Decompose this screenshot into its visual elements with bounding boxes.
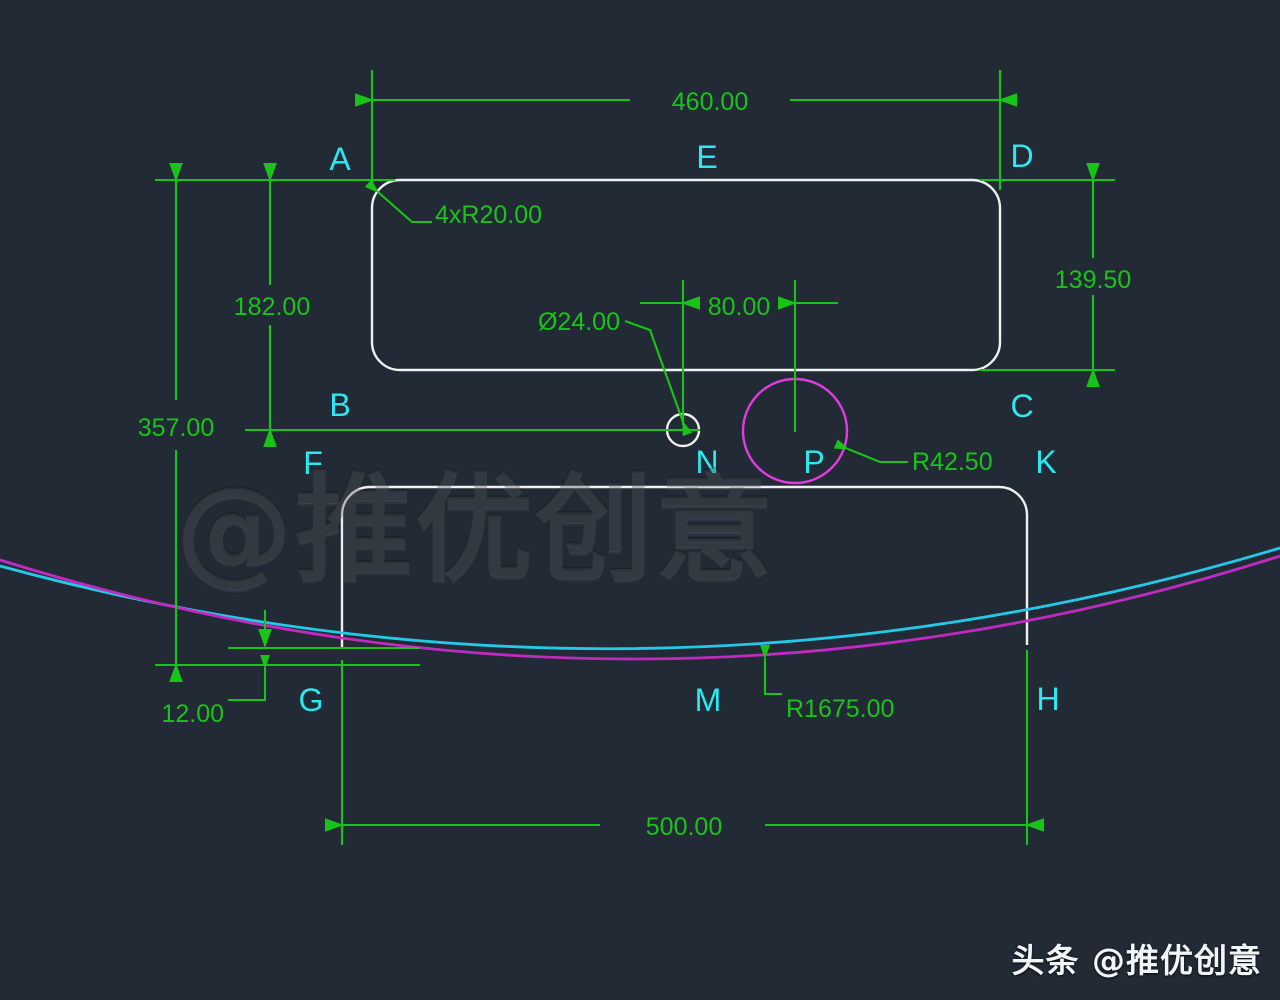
label-n: N [695,444,718,480]
label-e: E [696,139,717,175]
leader-12 [228,654,270,702]
point-label-group: A E D B C F N P K G M H [299,138,1060,718]
top-rounded-rectangle [370,178,1002,372]
geometry-group [340,178,1029,647]
dim-text-r4250: R42.50 [912,448,993,476]
dim-text-80: 80.00 [708,293,771,321]
label-d: D [1010,138,1033,174]
corner-watermark: 头条 @推优创意 [1011,941,1262,980]
label-b: B [329,387,350,423]
label-k: K [1035,444,1056,480]
label-h: H [1036,681,1059,717]
dim-text-460: 460.00 [672,88,748,116]
dim-text-r20: 4xR20.00 [435,201,542,229]
magenta-arc-curve [0,554,1280,661]
label-p: P [803,444,824,480]
dim-text-13950: 139.50 [1055,266,1131,294]
label-g: G [299,682,324,718]
label-f: F [303,445,323,481]
cyan-arc-curve [0,546,1280,651]
leader-d24 [624,320,693,437]
leader-r4250 [833,439,908,464]
dim-text-12: 12.00 [161,700,224,728]
dimension-lines [155,70,1115,845]
dim-text-500: 500.00 [646,813,722,841]
label-m: M [695,682,722,718]
dim-text-182: 182.00 [234,293,310,321]
dim-text-r1675: R1675.00 [786,695,894,723]
dim-text-d24: Ø24.00 [538,308,620,336]
label-c: C [1010,388,1033,424]
label-a: A [329,141,351,177]
bottom-rounded-rectangle [340,485,1029,647]
dim-text-357: 357.00 [138,414,214,442]
large-arc-curves [0,546,1280,661]
leader-r20 [364,179,432,224]
dimension-text-group: 460.00 182.00 357.00 139.50 80.00 Ø24.00… [138,88,1131,841]
leader-r1675 [760,644,782,696]
